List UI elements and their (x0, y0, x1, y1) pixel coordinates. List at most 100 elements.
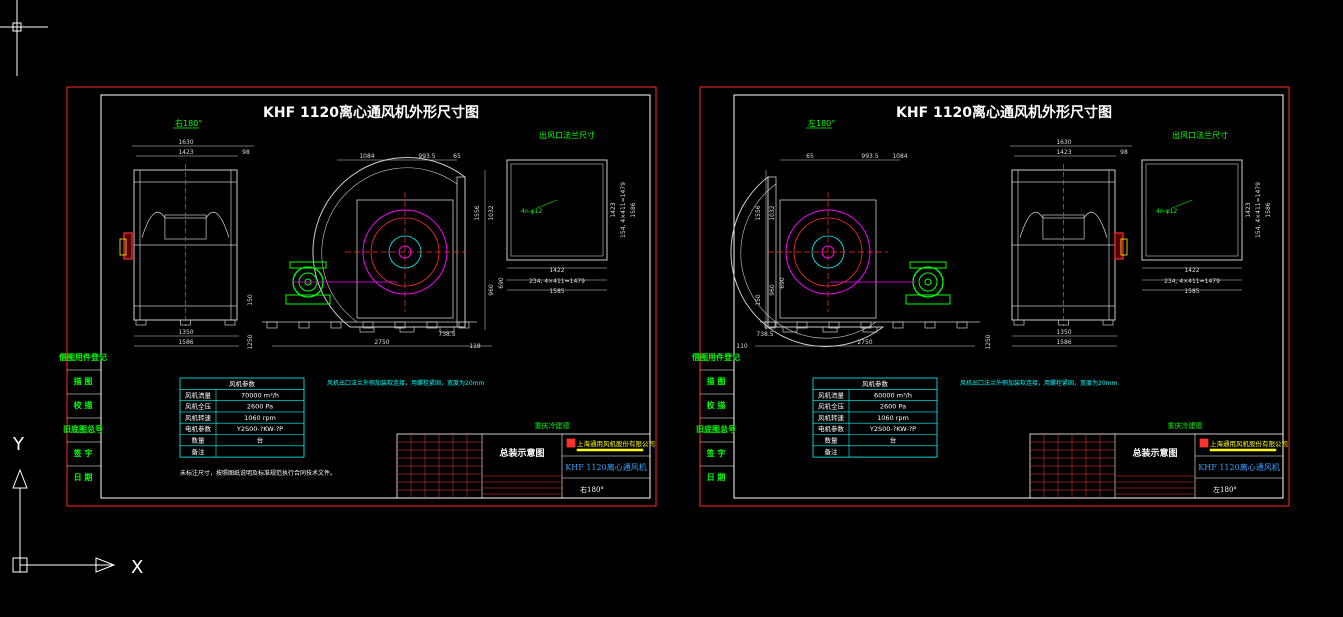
model-name: KHF 1120离心通风机 (565, 462, 646, 472)
dim-text: 1423 (178, 149, 193, 156)
designer-stamp: 重庆冷建德 (1168, 421, 1203, 430)
cabinet-foot (224, 319, 236, 326)
cabinet-foot (1058, 319, 1069, 326)
install-note: 风机出口法兰外侧加装软连接，用螺栓紧固，宽度为20mm (960, 379, 1117, 387)
spec-table-key: 风机流量 (818, 390, 845, 399)
side-register-label: 描 图 (707, 376, 726, 386)
dim-text: 1032 (488, 205, 495, 220)
dim-text: 1585 (549, 288, 564, 295)
outlet-flange-label: 出风口法兰尺寸 (1172, 130, 1228, 140)
base-foot (822, 326, 838, 333)
bearing-frame (356, 199, 454, 319)
side-flange (1114, 232, 1124, 260)
base-foot (359, 326, 375, 333)
skid-foot (860, 321, 872, 329)
cabinet-foot (135, 319, 147, 326)
dim-text: 993.5 (418, 153, 435, 160)
dim-text: 1250 (247, 334, 254, 349)
model-name: KHF 1120离心通风机 (1198, 462, 1279, 472)
spec-table-key: 风机全压 (818, 402, 845, 411)
company-logo (1199, 438, 1209, 448)
dim-text: 150 (247, 294, 254, 306)
flange-inner (510, 163, 604, 257)
side-register-label: 签 字 (73, 448, 93, 458)
ucs-y-label: Y (12, 434, 25, 455)
dim-text: 1556 (755, 205, 762, 220)
dim-text: 960 (488, 284, 495, 296)
volute-inner (321, 167, 458, 323)
base-foot (439, 326, 455, 333)
dim-text: 1585 (1184, 288, 1199, 295)
sheet-inner-frame (100, 94, 651, 499)
ucs-x-label: X (131, 557, 143, 578)
base-foot (399, 326, 415, 333)
skid-foot (764, 321, 776, 329)
block-rotation-label: 右180° (580, 485, 604, 494)
install-note: 风机出口法兰外侧加装软连接，用螺栓紧固，宽度为20mm (327, 379, 484, 387)
inlet-curve (141, 211, 230, 238)
motor-inner (918, 272, 938, 292)
dim-text: 154, 4×411=1479 (1255, 182, 1262, 238)
skid-foot (956, 321, 968, 329)
spec-table-value: 台 (257, 436, 264, 445)
flange-bolt-note: 4n-φ12 (521, 208, 543, 215)
sheet-title: KHF 1120离心通风机外形尺寸图 (896, 104, 1112, 121)
dim-text: 1586 (1265, 202, 1272, 217)
spec-table-header: 风机参数 (862, 379, 889, 388)
motor-top-box (289, 261, 327, 269)
skid-foot (426, 321, 438, 329)
dim-text: 1586 (178, 339, 193, 346)
company-underline (1209, 448, 1277, 452)
side-register-label: 旧底图总号 (63, 424, 103, 434)
drawing-name: 总装示意图 (499, 447, 544, 459)
dim-text: 65 (453, 153, 461, 160)
dim-text: 993.5 (861, 153, 878, 160)
spec-table-header: 风机参数 (229, 379, 256, 388)
side-register-label: 借图用件登记 (691, 352, 740, 362)
dim-text: 1422 (1184, 267, 1199, 274)
dim-text: 2750 (374, 339, 389, 346)
spec-table-key: 风机流量 (185, 390, 212, 399)
dim-text: 690 (498, 277, 505, 289)
side-register-label: 校 描 (74, 400, 93, 410)
skid-foot (266, 321, 278, 329)
skid-foot (796, 321, 808, 329)
side-register-label: 签 字 (706, 448, 726, 458)
dim-text: 1556 (474, 205, 481, 220)
company-underline (576, 448, 644, 452)
spec-table (812, 377, 938, 458)
rotation-label: 左180° (808, 118, 835, 128)
bearing-frame (779, 199, 877, 319)
spec-table-value: 台 (890, 436, 897, 445)
leader-line (1171, 199, 1193, 209)
spec-table-key: 数量 (825, 436, 839, 445)
dim-text: 1084 (892, 153, 907, 160)
skid-foot (330, 321, 342, 329)
dim-text: 98 (1120, 149, 1128, 156)
side-flange-bolt (119, 238, 127, 256)
spec-table (179, 377, 305, 458)
side-register-label: 日 期 (74, 472, 93, 482)
spec-table-key: 电机参数 (185, 424, 212, 433)
cabinet-foot (1102, 319, 1114, 326)
dim-text: 738.5 (438, 331, 455, 338)
dim-text: 738.5 (756, 331, 773, 338)
skid-foot (924, 321, 936, 329)
company-name: 上海通用风机股份有限公司 (1210, 439, 1288, 448)
outlet-flange-label: 出风口法兰尺寸 (539, 130, 595, 140)
side-register-label: 描 图 (74, 376, 93, 386)
skid-foot (394, 321, 406, 329)
company-name: 上海通用风机股份有限公司 (577, 439, 655, 448)
company-logo (566, 438, 576, 448)
spec-table-value: Y2S00-?KW-?P (236, 425, 283, 433)
dim-text: 1630 (178, 139, 193, 146)
ucs-icon (12, 468, 116, 573)
dim-text: 960 (769, 284, 776, 296)
spec-table-key: 风机转速 (818, 413, 845, 422)
sheet-inner-frame (733, 94, 1284, 499)
spec-table-value: Y2S00-?KW-?P (869, 425, 916, 433)
